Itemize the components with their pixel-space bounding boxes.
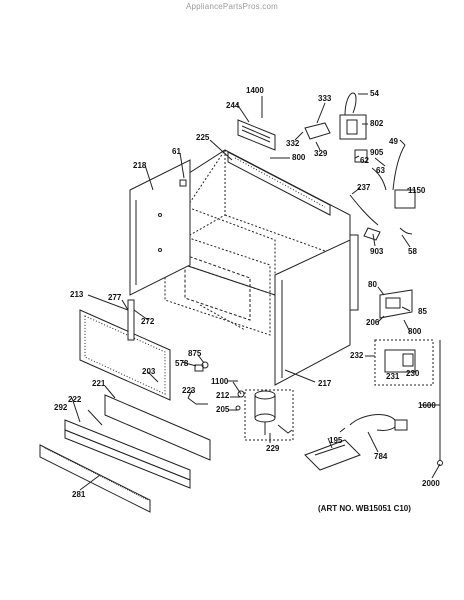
- burner-rail: [237, 119, 276, 151]
- part-number-label: 225: [196, 133, 210, 142]
- spark-module-box: [374, 339, 434, 386]
- part-number-label: 49: [389, 137, 398, 146]
- kick-panel: [64, 394, 211, 489]
- part-number-label: 205: [216, 405, 230, 414]
- art-number: (ART NO. WB15051 C10): [318, 504, 411, 513]
- part-number-label: 212: [216, 391, 230, 400]
- part-number-label: 80: [368, 280, 377, 289]
- part-number-label: 1400: [246, 86, 264, 95]
- watermark-text: AppliancePartsPros.com: [186, 2, 278, 11]
- part-number-label: 329: [314, 149, 328, 158]
- side-panel-left: [129, 159, 191, 296]
- part-number-label: 292: [54, 403, 68, 412]
- control-board: [304, 439, 361, 471]
- part-number-label: 229: [266, 444, 280, 453]
- part-number-label: 800: [408, 327, 422, 336]
- part-number-label: 1100: [211, 377, 229, 386]
- part-number-label: 905: [370, 148, 384, 157]
- wire-harness: [339, 414, 408, 433]
- regulator: [339, 114, 367, 140]
- part-number-label: 1600: [418, 401, 436, 410]
- part-number-label: 218: [133, 161, 147, 170]
- leg-assembly-box: [244, 389, 294, 441]
- igniter-assembly: [379, 289, 413, 319]
- part-number-label: 222: [68, 395, 82, 404]
- part-number-label: 244: [226, 101, 240, 110]
- part-number-label: 875: [188, 349, 202, 358]
- part-number-label: 62: [360, 156, 369, 165]
- part-number-label: 1150: [408, 186, 426, 195]
- part-number-label: 58: [408, 247, 417, 256]
- part-number-label: 63: [376, 166, 385, 175]
- part-number-label: 277: [108, 293, 122, 302]
- part-number-label: 206: [366, 318, 380, 327]
- part-number-label: 213: [70, 290, 84, 299]
- part-number-label: 332: [286, 139, 300, 148]
- part-number-label: 61: [172, 147, 181, 156]
- part-number-label: 217: [318, 379, 332, 388]
- part-number-label: 221: [92, 379, 106, 388]
- part-number-label: 802: [370, 119, 384, 128]
- part-number-label: 281: [72, 490, 86, 499]
- part-number-label: 578: [175, 359, 189, 368]
- front-panel: [79, 309, 171, 401]
- top-rail: [227, 151, 331, 216]
- side-panel-right: [274, 239, 351, 386]
- part-number-label: 230: [406, 369, 420, 378]
- part-number-label: 272: [141, 317, 155, 326]
- part-number-label: 231: [386, 372, 400, 381]
- part-number-label: 223: [182, 386, 196, 395]
- part-number-label: 195: [329, 436, 343, 445]
- part-number-label: 203: [142, 367, 156, 376]
- part-number-label: 232: [350, 351, 364, 360]
- part-number-label: 54: [370, 89, 379, 98]
- part-number-label: 333: [318, 94, 332, 103]
- part-number-label: 237: [357, 183, 371, 192]
- part-number-label: 784: [374, 452, 388, 461]
- part-number-label: 2000: [422, 479, 440, 488]
- part-number-label: 903: [370, 247, 384, 256]
- part-number-label: 85: [418, 307, 427, 316]
- part-number-label: 800: [292, 153, 306, 162]
